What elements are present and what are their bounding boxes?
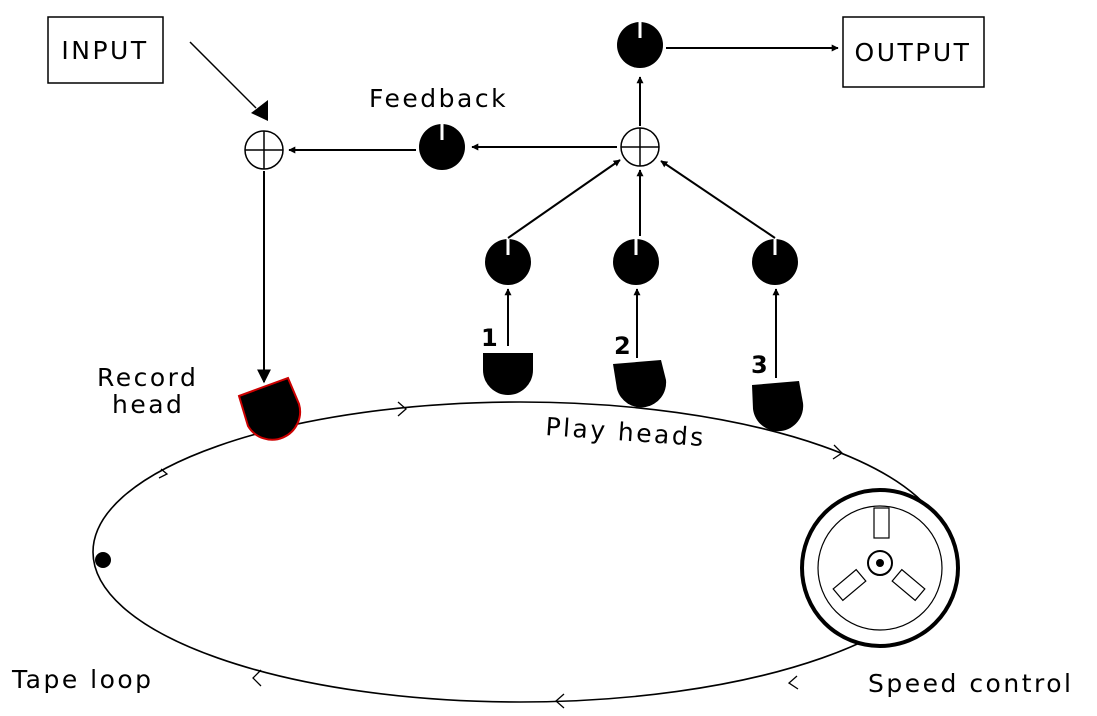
knob-3-to-mixer-arrow	[660, 160, 776, 239]
feedback-knob	[419, 124, 465, 170]
output-level-knob	[617, 22, 663, 68]
play-head-1-level-knob	[485, 239, 531, 285]
direction-chevron-icon	[787, 675, 799, 690]
output-label: OUTPUT	[855, 38, 972, 67]
direction-chevron-icon	[555, 693, 565, 709]
speed-control-reel	[800, 488, 960, 648]
tape-splice-dot	[95, 552, 111, 568]
input-box: INPUT	[47, 16, 164, 84]
play-head-2-number: 2	[614, 332, 631, 360]
knob-1-to-mixer-arrow	[507, 159, 621, 239]
play-head-3-level-knob	[752, 239, 798, 285]
input-sum-junction	[244, 130, 284, 170]
direction-chevron-icon	[252, 669, 262, 687]
play-heads-label: Play heads	[545, 412, 707, 452]
feedback-label: Feedback	[369, 84, 508, 113]
record-head	[237, 376, 302, 441]
input-to-mixer-arrow	[189, 41, 268, 121]
play-head-1-number: 1	[481, 324, 498, 352]
output-sum-junction	[620, 127, 660, 167]
input-label: INPUT	[61, 36, 148, 65]
play-head-3	[752, 381, 804, 432]
play-head-2	[613, 360, 667, 408]
play-head-1	[483, 353, 533, 395]
record-head-label-line1: Record	[97, 363, 198, 392]
play-head-2-level-knob	[613, 239, 659, 285]
direction-chevron-icon	[158, 468, 169, 479]
record-head-label-line2: head	[112, 390, 184, 419]
output-box: OUTPUT	[842, 16, 985, 88]
tape-loop-label: Tape loop	[11, 665, 154, 694]
direction-chevron-icon	[832, 444, 844, 460]
direction-chevron-icon	[397, 401, 407, 417]
play-head-3-number: 3	[751, 351, 768, 379]
speed-control-label: Speed control	[868, 669, 1073, 698]
